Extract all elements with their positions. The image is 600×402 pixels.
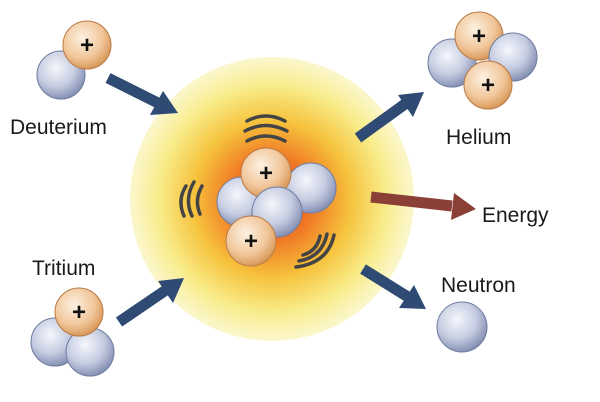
helium-nucleus: + + (427, 11, 538, 110)
arrow-deuterium-in (105, 73, 178, 115)
label-helium: Helium (446, 126, 512, 149)
proton-charge-symbol: + (80, 32, 94, 59)
label-energy: Energy (482, 204, 549, 227)
vibration-marks-left (179, 180, 204, 218)
arrow-energy-out (370, 191, 476, 220)
arrow-tritium-in (115, 278, 184, 327)
proton-charge-symbol: + (244, 228, 258, 255)
proton-charge-symbol: + (72, 299, 86, 326)
vibration-marks-top (243, 114, 289, 143)
proton-sphere (463, 60, 513, 110)
vibration-marks-bottom-right (294, 232, 336, 269)
fusing-nucleus: + + (216, 147, 337, 267)
deuterium-nucleus: + (36, 20, 112, 100)
proton-charge-symbol: + (481, 72, 495, 99)
arrow-neutron-out (360, 264, 426, 309)
proton-charge-symbol: + (259, 160, 273, 187)
label-deuterium: Deuterium (10, 116, 107, 139)
proton-sphere (54, 287, 104, 337)
tritium-nucleus: + (30, 287, 115, 377)
proton-charge-symbol: + (472, 23, 486, 50)
proton-sphere (62, 20, 112, 70)
arrow-helium-out (354, 92, 424, 143)
label-tritium: Tritium (32, 257, 96, 280)
label-neutron: Neutron (441, 274, 516, 297)
free-neutron-sphere (436, 301, 488, 353)
proton-sphere (225, 215, 277, 267)
